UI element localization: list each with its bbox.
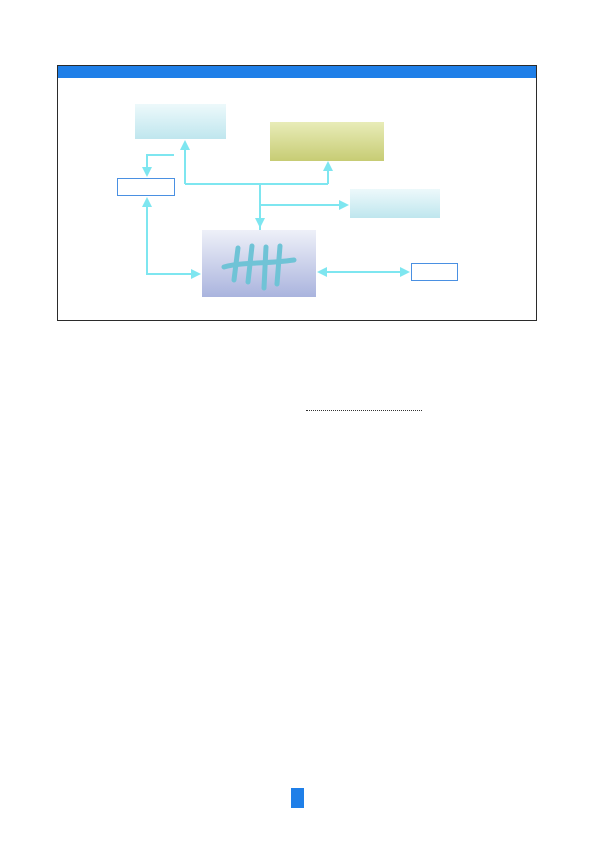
diagram-frame bbox=[57, 65, 537, 321]
header-bar bbox=[58, 66, 536, 78]
center-node bbox=[202, 230, 316, 297]
top-left-node bbox=[135, 104, 226, 139]
connector-top-left-to-left-small bbox=[142, 154, 174, 177]
right-small-node bbox=[411, 263, 458, 281]
connector-layer bbox=[142, 140, 410, 279]
connector-left-small-to-center bbox=[142, 197, 201, 279]
page-marker bbox=[291, 788, 304, 808]
left-small-node bbox=[117, 178, 175, 196]
tally-marks-icon bbox=[221, 243, 297, 291]
right-middle-node bbox=[350, 189, 440, 218]
dotted-rule bbox=[306, 410, 422, 411]
top-right-node bbox=[270, 122, 384, 161]
